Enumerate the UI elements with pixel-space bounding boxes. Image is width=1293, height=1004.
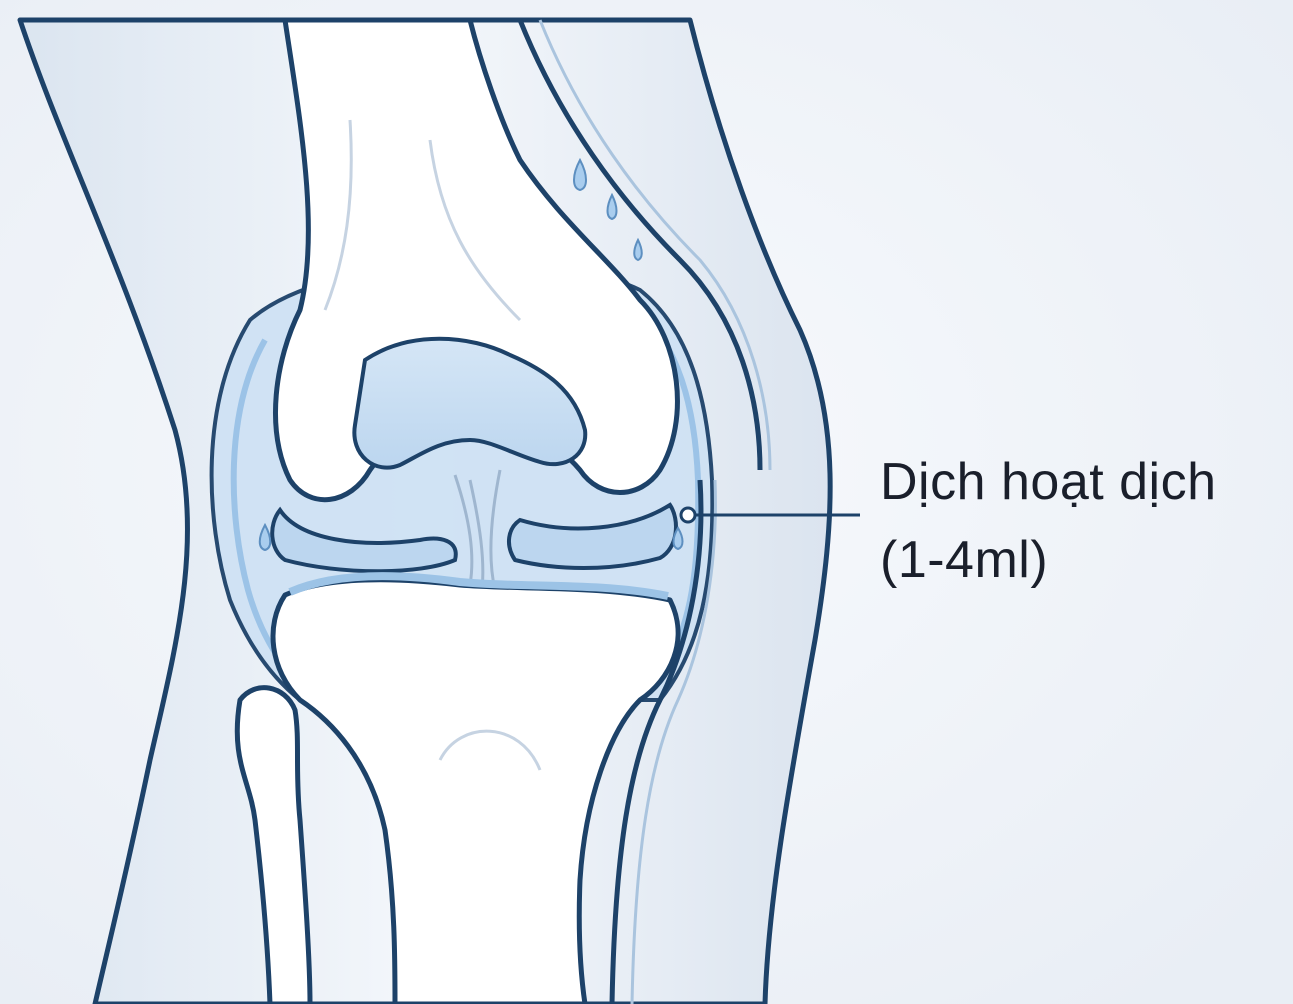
synovial-fluid-volume-label: (1-4ml) xyxy=(880,534,1048,586)
callout-anchor xyxy=(681,508,695,522)
synovial-fluid-label: Dịch hoạt dịch xyxy=(880,456,1217,508)
